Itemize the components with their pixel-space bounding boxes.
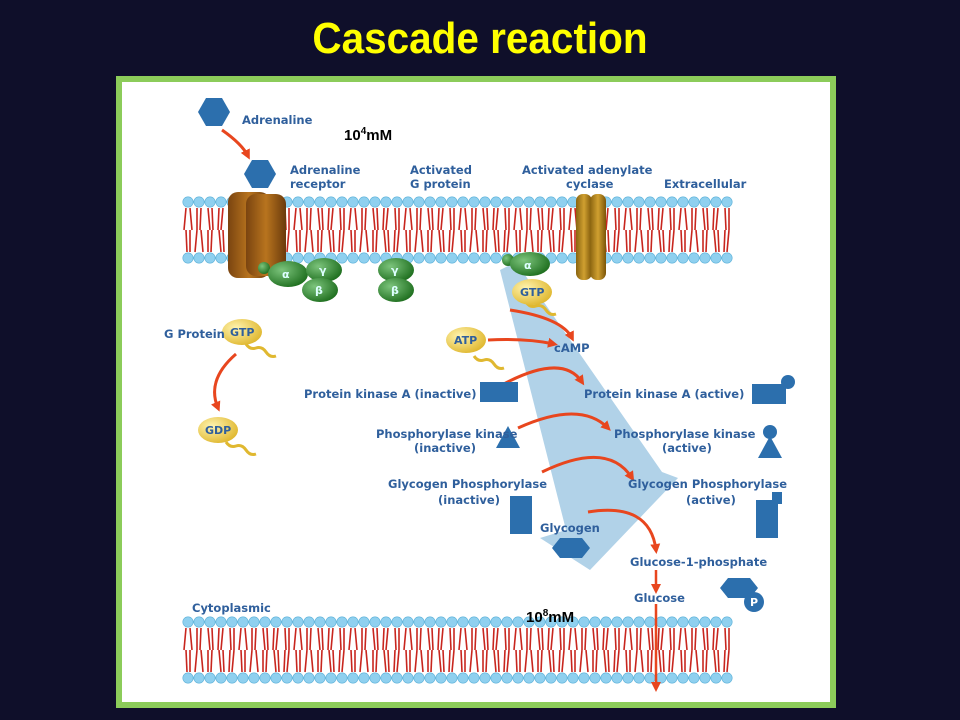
bound-adrenaline-hexagon-icon (244, 160, 276, 188)
beta-gamma-complex (378, 258, 414, 302)
top-concentration: 104mM (344, 126, 392, 144)
glucose-1-phosphate-label: Glucose-1-phosphate (630, 555, 767, 569)
beta-subunit-2-label: β (391, 284, 399, 297)
glycogen-label: Glycogen (540, 521, 600, 535)
cascade-diagram: α γ β γ β α GTP GTP GDP ATP (164, 98, 795, 692)
receptor-label-line1: Adrenaline (290, 163, 361, 177)
diagram-frame: α γ β γ β α GTP GTP GDP ATP (116, 76, 836, 708)
gdp-molecule (198, 417, 257, 456)
beta-subunit-label: β (315, 284, 323, 297)
phk-inactive-label-line1: Phosphorylase kinase (376, 427, 518, 441)
gtp-to-gdp-arrow (211, 352, 237, 412)
bottom-membrane (182, 616, 733, 684)
glycogen-breakdown-arrow (587, 508, 661, 554)
glucose-label: Glucose (634, 591, 685, 605)
gtp-left-molecule (222, 319, 277, 358)
phk-inactive-label-line2: (inactive) (414, 441, 476, 455)
gtp-top-molecule (512, 279, 557, 316)
atp-to-camp-arrow (487, 337, 558, 348)
adrenaline-label: Adrenaline (242, 113, 313, 127)
activated-alpha-subunit (502, 252, 550, 276)
phk-activation-arrow (517, 412, 611, 431)
gp-inactive-label-line1: Glycogen Phosphorylase (388, 477, 547, 491)
atp-molecule (446, 327, 505, 370)
cyclase-label-line1: Activated adenylate (522, 163, 653, 177)
camp-label: cAMP (554, 341, 590, 355)
gamma-subunit-2-label: γ (391, 264, 399, 277)
gp-active-label-line2: (active) (686, 493, 736, 507)
pka-active-icon (752, 375, 795, 404)
adenylate-cyclase (576, 194, 606, 280)
top-membrane (182, 196, 733, 264)
g-protein-label-line2: G protein (410, 177, 471, 191)
alpha-subunit-2-label: α (524, 259, 532, 272)
extracellular-label: Extracellular (664, 177, 747, 191)
pka-activation-arrow (499, 366, 585, 388)
adrenaline-receptor (228, 192, 286, 278)
cytoplasmic-label: Cytoplasmic (192, 601, 271, 615)
gtp-to-camp-arrow (509, 308, 574, 342)
gtp-top-label: GTP (520, 286, 544, 299)
phk-active-label-line2: (active) (662, 441, 712, 455)
g-protein-left-label: G Protein (164, 327, 225, 341)
cyclase-label-line2: cyclase (566, 177, 614, 191)
gp-activation-arrow (541, 455, 635, 482)
pka-inactive-icon (480, 382, 518, 402)
slide-title: Cascade reaction (312, 14, 648, 63)
phk-inactive-icon (496, 426, 520, 448)
glycogen-hexagon-icon (552, 538, 590, 558)
gamma-subunit-label: γ (319, 264, 327, 277)
gp-inactive-label-line2: (inactive) (438, 493, 500, 507)
gtp-left-label: GTP (230, 326, 254, 339)
glucose-phosphate-icon (720, 578, 764, 612)
adrenaline-binding-arrow (221, 128, 250, 160)
gp-active-icon (756, 492, 782, 538)
phosphate-label: P (750, 596, 758, 609)
alpha-subunit-label: α (282, 268, 290, 281)
adrenaline-hexagon-icon (198, 98, 230, 126)
pka-active-label: Protein kinase A (active) (584, 387, 744, 401)
bottom-concentration: 108mM (526, 608, 574, 626)
g-protein-complex-receptor (258, 258, 342, 302)
g-protein-label-line1: Activated (410, 163, 472, 177)
receptor-label-line2: receptor (290, 177, 346, 191)
phk-active-icon (758, 425, 782, 458)
phk-active-label-line1: Phosphorylase kinase (614, 427, 756, 441)
pka-inactive-label: Protein kinase A (inactive) (304, 387, 476, 401)
gp-inactive-icon (510, 496, 532, 534)
gp-active-label-line1: Glycogen Phosphorylase (628, 477, 787, 491)
atp-label: ATP (454, 334, 477, 347)
gdp-label: GDP (205, 424, 231, 437)
